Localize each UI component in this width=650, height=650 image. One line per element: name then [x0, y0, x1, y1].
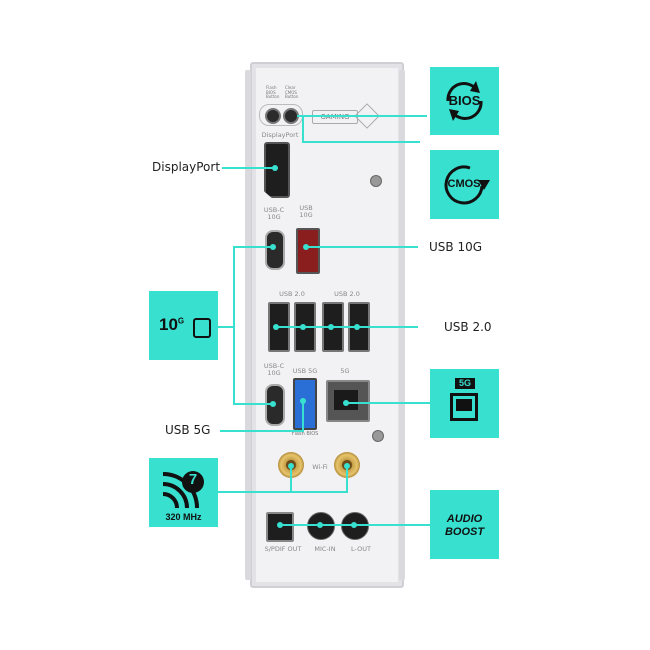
wifi-panel-label: Wi-Fi [312, 463, 328, 471]
cmos-badge-label: CMOS [447, 178, 481, 190]
usb5g-dot [300, 398, 306, 404]
usbc-top-dot [270, 244, 276, 250]
usb5g-port [293, 378, 317, 430]
usbc-bottom-dot [270, 401, 276, 407]
bios-badge-label: BIOS [448, 93, 481, 108]
usbc-10g-port-top [265, 230, 285, 270]
displayport-panel-label: DisplayPort [261, 131, 299, 139]
audio-boost-line2: BOOST [444, 526, 485, 538]
audio-dot-1 [277, 522, 283, 528]
usb20-dot-4 [354, 324, 360, 330]
displayport-callout: DisplayPort [152, 160, 221, 174]
wifi-connector-v-right [346, 466, 348, 493]
displayport-connector [222, 167, 276, 169]
l-out-jack [341, 512, 369, 540]
usb20-dot-1 [273, 324, 279, 330]
wifi-signal-icon [162, 471, 204, 509]
bios-cycle-icon [446, 81, 483, 121]
wifi7-speed: 320 MHz [165, 512, 202, 522]
mic-in-jack [307, 512, 335, 540]
lan-dot [343, 400, 349, 406]
gaming-logo: GAMING [312, 110, 358, 124]
audio-boost-badge: AUDIO BOOST [430, 490, 499, 559]
usbc-10g-bottom-label: USB-C 10G [263, 362, 285, 377]
cmos-connector-h [303, 141, 420, 143]
screw [370, 175, 382, 187]
bios-badge: BIOS [430, 67, 499, 135]
mic-in-label: MIC-IN [314, 545, 336, 553]
wifi-connector-h [218, 491, 348, 493]
wifi-connector-v-left [290, 466, 292, 493]
usb10g-port [296, 228, 320, 274]
usb20-connector [276, 326, 418, 328]
usbc-10g-top-label: USB-C 10G [263, 206, 285, 221]
wifi7-badge: 7 320 MHz [149, 458, 218, 527]
l-out-label: L-OUT [351, 545, 371, 553]
usb20-right-label: USB 2.0 [334, 290, 360, 298]
usb20-dot-2 [300, 324, 306, 330]
usb10g-panel-label: USB 10G [299, 204, 313, 219]
usb5g-callout: USB 5G [165, 423, 211, 437]
panel-left-rail [245, 70, 251, 580]
tenG-connector-v [233, 246, 235, 404]
tenG-badge-value: 10 [159, 315, 178, 334]
wifi-dot-right [344, 463, 350, 469]
clear-cmos-button-label: Clear CMOS Button [285, 85, 299, 99]
usb5g-panel-label: USB 5G [292, 367, 318, 375]
wifi7-generation: 7 [188, 471, 198, 488]
usb20-dot-3 [328, 324, 334, 330]
cmos-badge: CMOS [430, 150, 499, 219]
usb10g-dot [303, 244, 309, 250]
usbc-plug-icon [193, 318, 211, 338]
tenG-connector-bottom [233, 403, 273, 405]
lan-connector [346, 402, 430, 404]
cmos-connector-v [302, 117, 304, 143]
usb10g-callout: USB 10G [429, 240, 483, 254]
displayport-dot [272, 165, 278, 171]
audio-boost-line1: AUDIO [446, 513, 483, 525]
tenG-connector-h [218, 326, 234, 328]
tenG-badge: 10G [149, 291, 218, 360]
usb5g-connector-v [302, 400, 304, 432]
lan-5g-panel-label: 5G [340, 367, 350, 375]
usb20-left-label: USB 2.0 [279, 290, 305, 298]
ethernet-icon-slot [456, 399, 472, 411]
wifi-dot-left [288, 463, 294, 469]
usb10g-connector [306, 246, 418, 248]
spdif-label: S/PDIF OUT [264, 545, 302, 553]
usb5g-connector [220, 430, 304, 432]
tenG-connector-top [233, 246, 273, 248]
flash-bios-button-label: Flash BIOS Button [266, 85, 280, 99]
audio-dot-2 [317, 522, 323, 528]
ethernet-icon [450, 393, 478, 421]
usb20-callout: USB 2.0 [444, 320, 492, 334]
cmos-reset-icon [444, 165, 490, 205]
audio-dot-3 [351, 522, 357, 528]
panel-right-rail [399, 70, 405, 580]
bios-connector-h [297, 115, 427, 117]
tenG-badge-unit: G [177, 316, 185, 326]
fiveG-badge-label: 5G [455, 378, 475, 389]
fiveG-badge: 5G [430, 369, 499, 438]
flash-bios-port-label: Flash BIOS [291, 431, 319, 437]
screw-2 [372, 430, 384, 442]
